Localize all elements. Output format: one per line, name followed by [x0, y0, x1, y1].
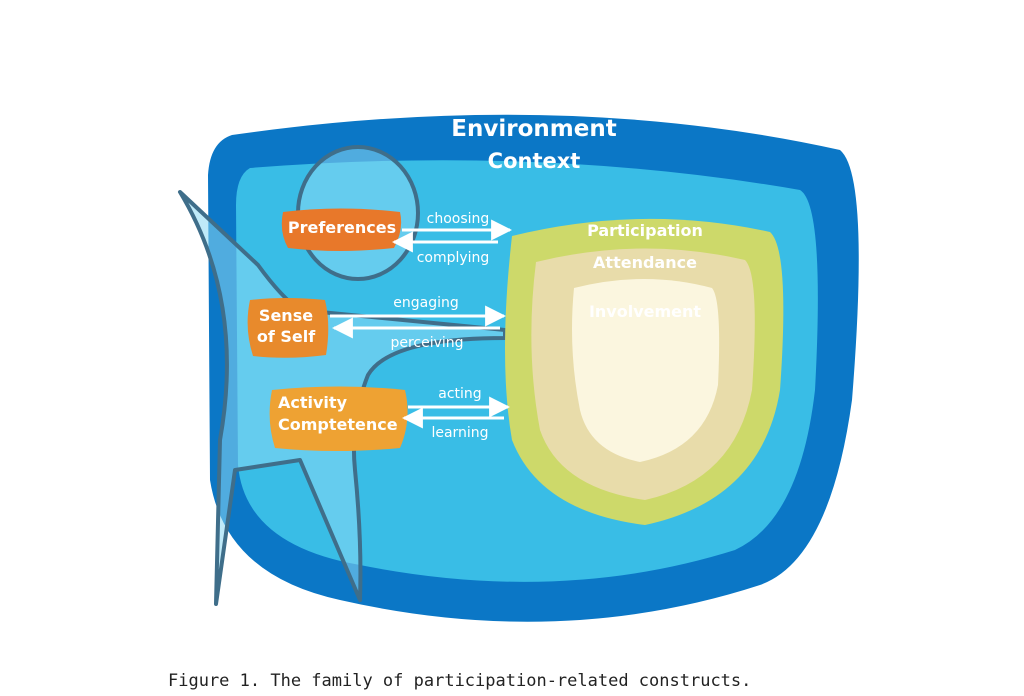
learning-label: learning	[431, 425, 488, 441]
environment-label: Environment	[451, 116, 616, 142]
arrows	[330, 219, 513, 429]
activity-competence-label-line1: Activity	[278, 393, 348, 412]
sense-of-self-label-line1: Sense	[259, 306, 313, 325]
complying-label: complying	[417, 250, 490, 266]
preferences-box: Preferences	[281, 208, 402, 251]
activity-competence-shape	[269, 386, 408, 451]
figure-caption: Figure 1. The family of participation-re…	[168, 671, 752, 691]
preferences-label: Preferences	[288, 218, 396, 237]
attendance-label: Attendance	[593, 253, 697, 272]
sense-of-self-shape	[247, 298, 329, 358]
sense-of-self-label-line2: of Self	[257, 327, 316, 346]
choosing-label: choosing	[427, 211, 490, 227]
involvement-label: Involvement	[589, 302, 701, 321]
activity-competence-box: Activity Comptetence	[269, 386, 408, 451]
activity-competence-label-line2: Comptetence	[278, 415, 398, 434]
context-label: Context	[488, 149, 581, 173]
engaging-label: engaging	[393, 295, 459, 311]
acting-label: acting	[438, 386, 481, 402]
perceiving-label: perceiving	[390, 335, 463, 351]
preferences-shape	[281, 208, 402, 251]
participation-label: Participation	[587, 221, 703, 240]
involvement-shape	[572, 279, 720, 462]
sense-of-self-box: Sense of Self	[247, 298, 329, 358]
